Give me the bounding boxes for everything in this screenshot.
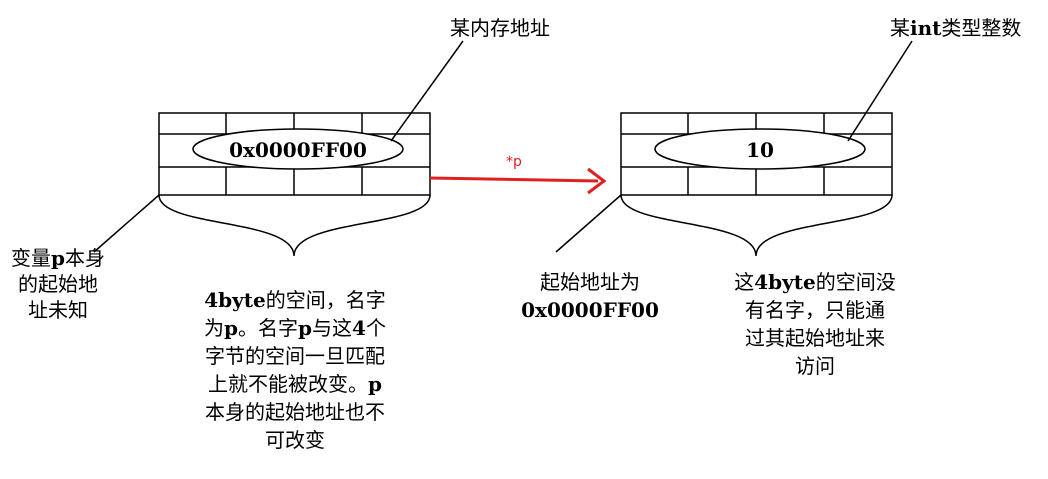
value-target-text: 10 — [746, 138, 774, 162]
note-line: 访问 — [795, 354, 835, 378]
value-ellipse-p — [192, 128, 404, 170]
note-target-space: 这4byte的空间没 有名字，只能通 过其起始地址来 访问 — [720, 268, 910, 380]
note-line: 址未知 — [28, 298, 88, 322]
note-line: 变量p本身 — [11, 246, 105, 270]
callout-line-int — [847, 40, 913, 142]
pointer-arrow-head — [587, 167, 607, 195]
note-line: 有名字，只能通 — [745, 298, 885, 322]
note-target-start-address: 起始地址为 0x0000FF00 — [510, 268, 670, 324]
note-p-start-address: 变量p本身 的起始地 址未知 — [0, 245, 116, 323]
note-line: 0x0000FF00 — [521, 298, 659, 322]
pointer-arrow — [429, 167, 607, 195]
note-line: 为p。名字p与这4个 — [204, 316, 386, 340]
note-line: 字节的空间一旦匹配 — [205, 344, 385, 368]
note-line: 这4byte的空间没 — [734, 270, 896, 294]
note-line: 本身的起始地址也不 — [205, 400, 385, 424]
pointer-arrow-label: *p — [506, 154, 522, 170]
note-line: 起始地址为 — [540, 270, 640, 294]
label-memory-address: 某内存地址 — [450, 16, 550, 40]
note-p-space: 4byte的空间，名字 为p。名字p与这4个 字节的空间一旦匹配 上就不能被改变… — [185, 286, 405, 454]
value-p-text: 0x0000FF00 — [229, 138, 367, 162]
callout-line-target-start — [555, 194, 622, 253]
note-line: 的起始地 — [18, 272, 98, 296]
brace-p — [158, 194, 431, 257]
callout-line-address — [390, 40, 464, 142]
note-line: 4byte的空间，名字 — [204, 288, 386, 312]
note-line: 过其起始地址来 — [745, 326, 885, 350]
callout-line-p-start — [93, 194, 160, 253]
label-int-value: 某int类型整数 — [890, 16, 1022, 40]
note-line: 可改变 — [265, 428, 325, 452]
pointer-arrow-shaft — [429, 176, 599, 183]
note-line: 上就不能被改变。p — [208, 372, 382, 396]
value-ellipse-target — [654, 128, 866, 170]
brace-target — [620, 194, 893, 257]
